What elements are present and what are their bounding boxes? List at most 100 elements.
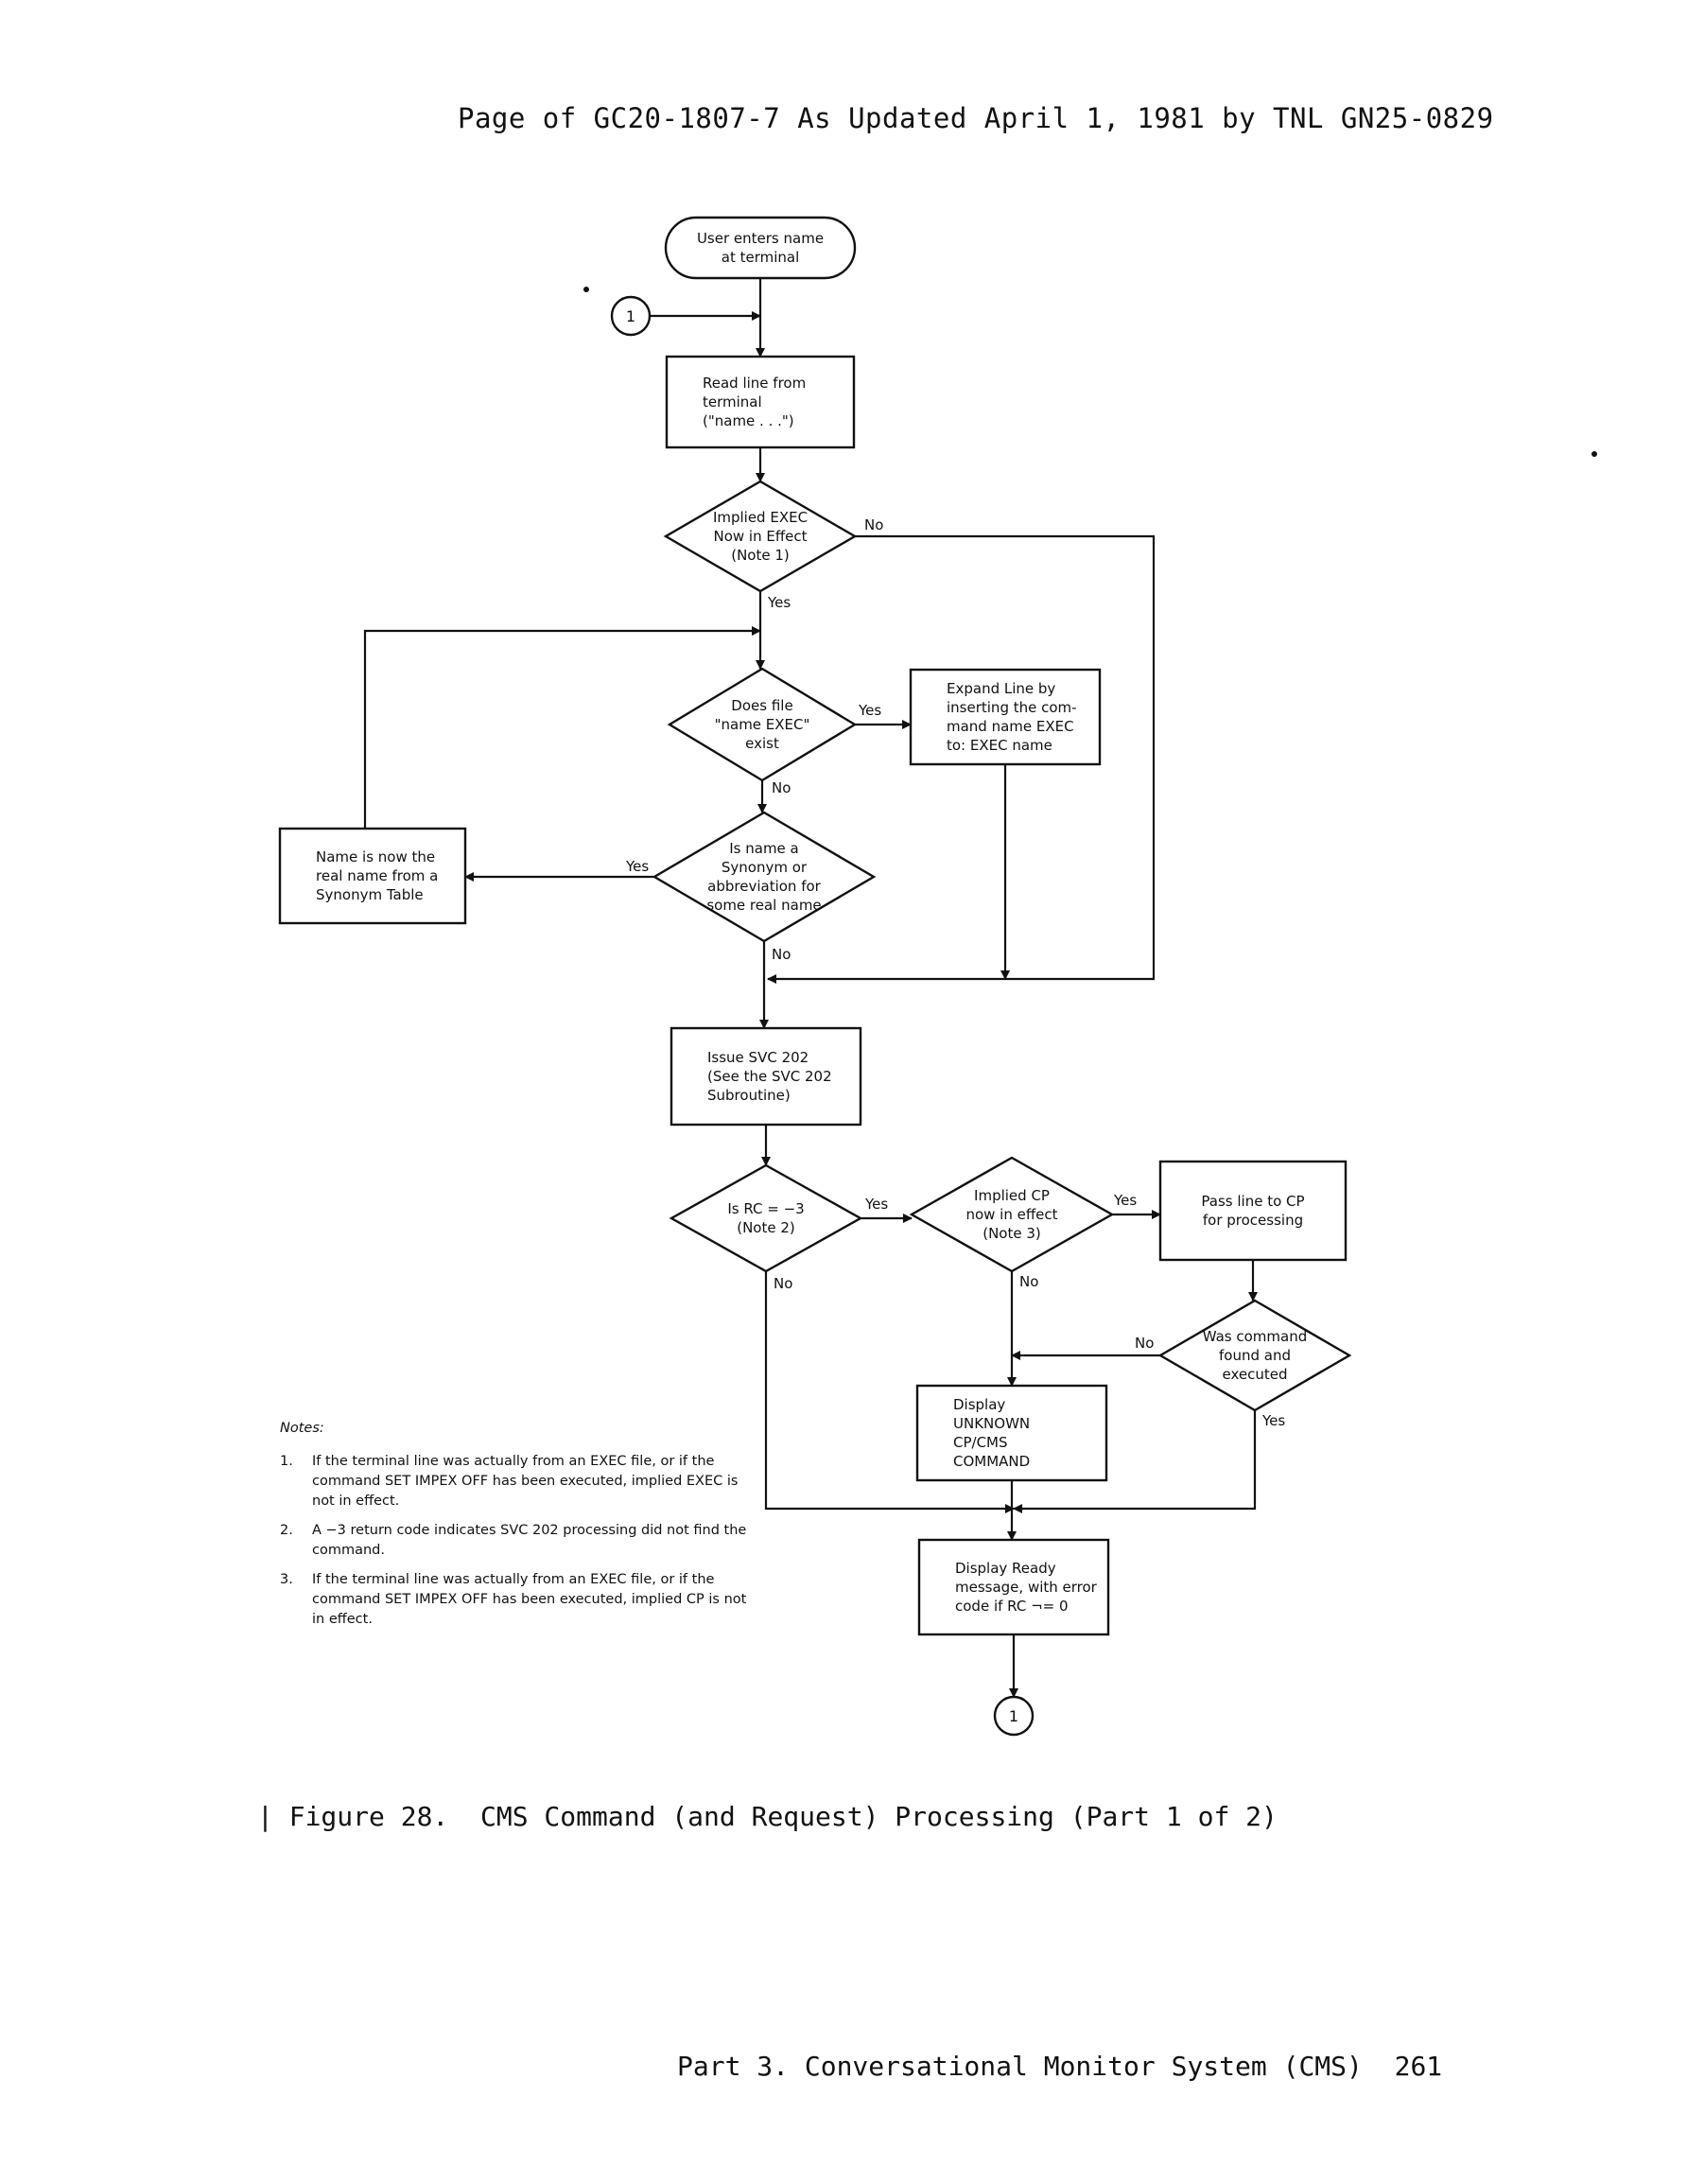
note-number: 1. [280, 1454, 293, 1469]
node-text: executed [1223, 1366, 1288, 1383]
node-text: Synonym or [722, 859, 808, 876]
connector-circle [610, 295, 652, 337]
node-text: (Note 1) [731, 547, 790, 564]
node-shape [1158, 1160, 1348, 1262]
node-text: some real name [706, 897, 821, 914]
node-shape [667, 667, 858, 782]
node-text: (See the SVC 202 [707, 1068, 832, 1085]
node-implied-exec: Implied EXEC Now in Effect (Note 1) [663, 480, 858, 593]
node-shape [665, 355, 856, 449]
node-was-command: Was command found and executed [1157, 1299, 1352, 1412]
notes-section: Notes: 1. If the terminal line was actua… [280, 1419, 753, 1639]
node-expand-line: Expand Line by inserting the com-mand nam… [909, 668, 1102, 766]
page-footer: Part 3. Conversational Monitor System (C… [677, 2051, 1443, 2082]
node-does-file-exist: Does file "name EXEC" exist [667, 667, 858, 782]
edge-exec-no-right [767, 534, 1156, 984]
node-text: message, with error [955, 1579, 1098, 1596]
flowchart-edges [363, 278, 1258, 1698]
node-text: Does file [731, 697, 792, 714]
node-text: Synonym Table [316, 886, 424, 903]
node-text: UNKNOWN [953, 1415, 1030, 1432]
node-start: User enters name at terminal [664, 216, 857, 280]
node-text: Implied EXEC [713, 509, 808, 526]
node-text: found and [1219, 1347, 1291, 1364]
connector-label: 1 [1009, 1707, 1018, 1725]
edge-label-cmd-no: No [1135, 1335, 1154, 1352]
node-text: Is RC = −3 [727, 1200, 804, 1217]
page-header: Page of GC20-1807-7 As Updated April 1, … [458, 102, 1494, 134]
edge-label-synonym-no: No [772, 946, 791, 963]
node-text: Name is now the [316, 848, 435, 865]
node-is-rc: Is RC = −3 (Note 2) [669, 1163, 863, 1273]
note-text: If the terminal line was actually from a… [312, 1454, 739, 1509]
node-name-real: Name is now the real name from a Synonym T… [278, 827, 467, 925]
node-text: Is name a [729, 840, 799, 857]
node-shape [670, 1026, 862, 1127]
connector-label: 1 [626, 307, 635, 325]
node-implied-cp: Implied CP now in effect (Note 3) [909, 1156, 1115, 1273]
node-text: terminal [703, 393, 762, 411]
node-text: Pass line to CP [1201, 1193, 1304, 1210]
node-text: Implied CP [974, 1187, 1050, 1204]
note-number: 3. [280, 1572, 293, 1587]
node-text: exist [745, 735, 779, 752]
node-text: Issue SVC 202 [707, 1049, 809, 1066]
node-shape [909, 668, 1102, 766]
node-text: Subroutine) [707, 1087, 791, 1104]
node-shape [915, 1384, 1108, 1482]
node-shape [278, 827, 467, 925]
node-text: (Note 3) [983, 1225, 1041, 1242]
scan-dot [1591, 451, 1597, 457]
edge-label-rc-yes: Yes [864, 1196, 888, 1213]
scan-dot [583, 287, 589, 292]
connector-circle [993, 1695, 1035, 1737]
connector-entry: 1 [610, 295, 652, 337]
note-item: 2. A −3 return code indicates SVC 202 pr… [280, 1521, 753, 1561]
node-text: Display [953, 1396, 1005, 1413]
node-text: "name EXEC" [715, 716, 810, 733]
note-number: 2. [280, 1523, 293, 1538]
node-shape [909, 1156, 1115, 1273]
node-is-synonym: Is name a Synonym or abbreviation for some … [652, 811, 877, 943]
node-shape [652, 811, 877, 943]
node-text: User enters name [697, 230, 824, 247]
node-text: Was command [1203, 1328, 1308, 1345]
node-shape [1157, 1299, 1352, 1412]
node-text: abbreviation for [707, 878, 821, 895]
node-text: mand name EXEC [947, 718, 1074, 735]
edge-label-cp-no: No [1019, 1273, 1038, 1290]
note-text: If the terminal line was actually from a… [312, 1572, 747, 1627]
node-text: Expand Line by [947, 680, 1055, 697]
edge-label-cmd-yes: Yes [1261, 1412, 1285, 1429]
node-text: COMMAND [953, 1453, 1030, 1470]
figure-caption: | Figure 28. CMS Command (and Request) P… [257, 1801, 1278, 1832]
node-text: real name from a [316, 867, 438, 884]
node-text: now in effect [965, 1206, 1057, 1223]
note-text: A −3 return code indicates SVC 202 proce… [312, 1523, 747, 1558]
node-text: code if RC ¬= 0 [955, 1598, 1069, 1615]
node-text: Display Ready [955, 1560, 1056, 1577]
node-text: to: EXEC name [947, 737, 1052, 754]
node-text: at terminal [722, 249, 800, 266]
edge-label-implied-exec-no: No [864, 516, 883, 533]
note-item: 1. If the terminal line was actually fro… [280, 1452, 753, 1511]
edge-rc-no [764, 1271, 1015, 1513]
node-text: Read line from [703, 375, 806, 392]
node-text: inserting the com- [947, 699, 1077, 716]
edge-label-synonym-yes: Yes [625, 858, 649, 875]
node-text: Now in Effect [713, 528, 807, 545]
edge-label-implied-exec-yes: Yes [767, 594, 791, 611]
node-shape [663, 480, 858, 593]
notes-title: Notes: [280, 1421, 324, 1436]
node-shape [917, 1538, 1110, 1636]
edge-label-file-no: No [772, 779, 791, 796]
node-shape [669, 1163, 863, 1273]
node-text: (Note 2) [737, 1219, 795, 1236]
